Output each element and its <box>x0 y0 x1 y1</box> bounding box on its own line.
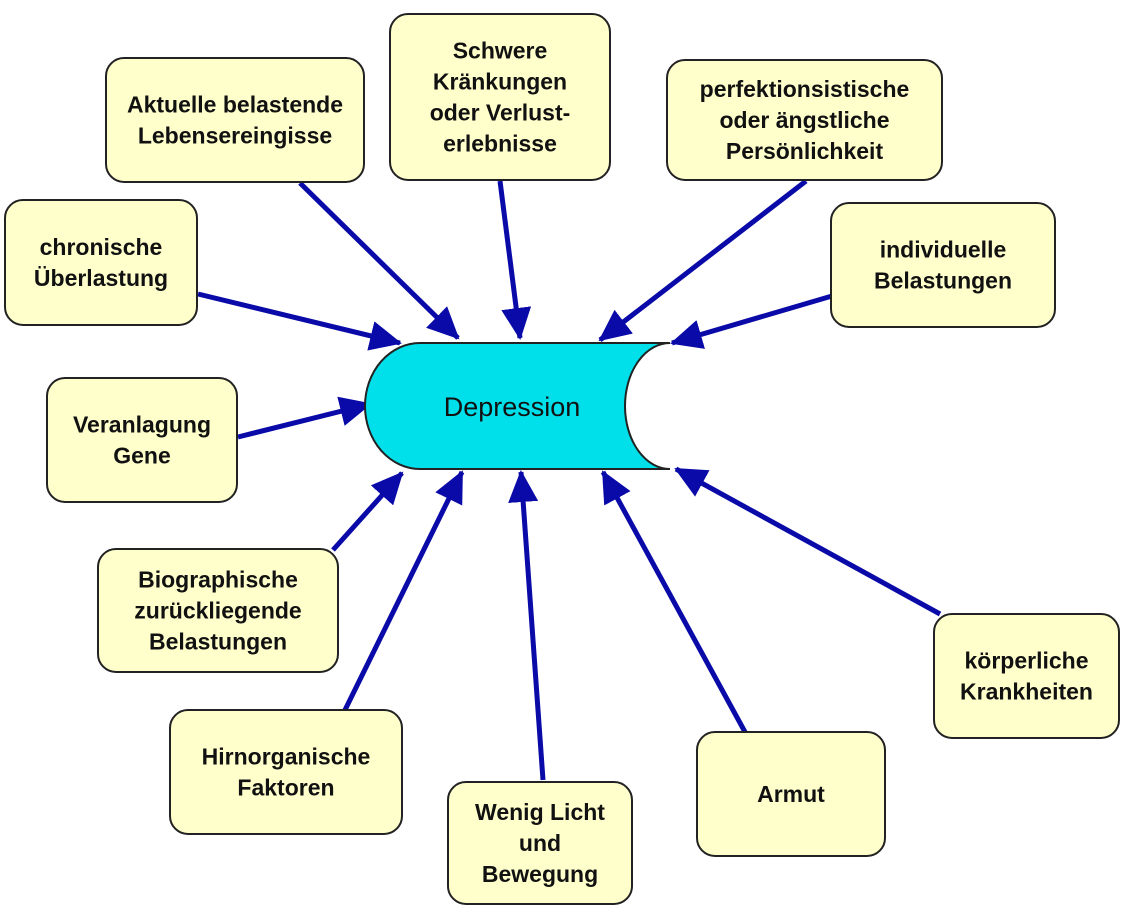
factor-label-line: Bewegung <box>482 861 598 887</box>
factor-label-line: Kränkungen <box>433 69 567 95</box>
factor-label-line: Belastungen <box>874 268 1012 294</box>
factor-label-line: Faktoren <box>237 775 334 801</box>
factor-label-line: Biographische <box>138 567 298 593</box>
arrow-individuell <box>670 293 833 349</box>
factor-label-line: körperliche <box>965 648 1089 674</box>
arrow-koerperlich <box>674 466 942 617</box>
factor-label-line: Hirnorganische <box>202 744 371 770</box>
factor-box-armut: Armut <box>696 731 886 857</box>
arrow-biographisch <box>331 471 404 552</box>
arrow-kraenkungen <box>497 180 532 340</box>
center-depression-shape <box>364 342 671 470</box>
center-node: Depression <box>364 342 671 470</box>
arrow-hirnorganisch <box>342 470 465 712</box>
arrows-layer <box>197 179 942 781</box>
factor-box-shape <box>447 781 633 905</box>
arrow-armut <box>600 470 748 734</box>
factor-label-line: Veranlagung <box>73 412 211 438</box>
factor-box-shape <box>46 377 238 503</box>
factor-box-shape <box>666 59 943 181</box>
arrow-perfektion <box>598 179 808 342</box>
factor-label-line: oder ängstliche <box>720 107 890 133</box>
factor-boxes-layer: Aktuelle belastendeLebensereingisseSchwe… <box>4 13 1120 905</box>
factor-box-shape <box>696 731 886 857</box>
factor-box-shape <box>830 202 1056 328</box>
arrow-chronisch <box>197 291 402 351</box>
factor-label-line: und <box>519 830 561 856</box>
factor-box-perfektion: perfektionsistische oder ängstlichePersön… <box>666 59 943 181</box>
factor-label-line: Belastungen <box>149 629 287 655</box>
factor-label-line: chronische <box>40 234 163 260</box>
factor-box-shape <box>169 709 403 835</box>
center-label: Depression <box>444 392 581 422</box>
factor-label-line: zurückliegende <box>134 598 301 624</box>
factor-label-line: erlebnisse <box>443 131 557 157</box>
factor-label-line: Überlastung <box>34 265 168 291</box>
factor-box-shape <box>389 13 611 181</box>
factor-box-shape <box>4 199 198 326</box>
arrow-licht <box>508 470 546 781</box>
factor-label-line: Armut <box>757 781 825 807</box>
factor-label-line: perfektionsistische <box>700 76 910 102</box>
factor-label-line: individuelle <box>880 237 1007 263</box>
factor-label-line: Wenig Licht <box>475 799 605 825</box>
factor-label-line: Aktuelle belastende <box>127 92 343 118</box>
arrow-veranlagung <box>237 396 372 440</box>
factor-box-shape <box>933 613 1120 739</box>
factor-label-line: Krankheiten <box>960 679 1093 705</box>
arrow-aktuelle <box>298 181 460 340</box>
factor-label-line: Persönlichkeit <box>726 138 884 164</box>
factor-label-line: Lebensereingisse <box>138 123 332 149</box>
factor-box-shape <box>97 548 339 673</box>
factor-label-line: oder Verlust- <box>430 100 571 126</box>
factor-box-shape <box>105 57 365 183</box>
factor-label-line: Schwere <box>453 38 548 64</box>
factor-label-line: Gene <box>113 443 171 469</box>
